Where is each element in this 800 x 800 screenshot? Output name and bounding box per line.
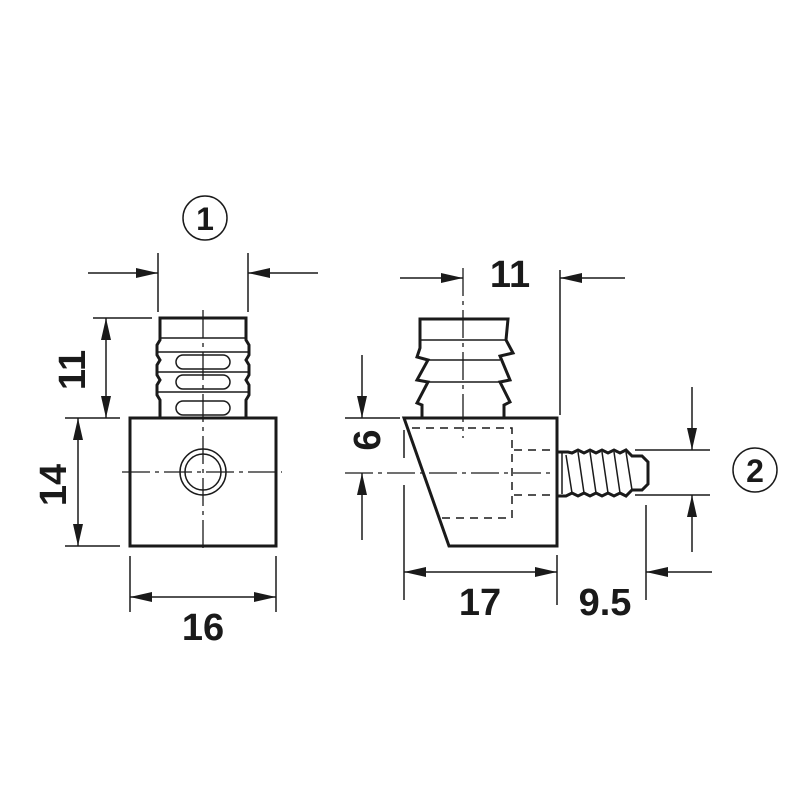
- dim-screw-offset: 6: [345, 355, 400, 540]
- plug-side: [414, 317, 516, 418]
- front-view: 1 11: [33, 195, 318, 649]
- callout-2: 2: [732, 447, 778, 493]
- dim-body-width: 16: [129, 556, 277, 649]
- svg-text:11: 11: [52, 350, 94, 390]
- svg-text:17: 17: [459, 582, 501, 624]
- svg-text:14: 14: [33, 464, 75, 506]
- callout-1: 1: [182, 195, 228, 241]
- svg-text:11: 11: [490, 254, 530, 296]
- svg-text:1: 1: [196, 201, 214, 237]
- svg-text:6: 6: [347, 429, 389, 450]
- svg-text:16: 16: [182, 607, 224, 649]
- dim-screw-diameter: [635, 387, 710, 552]
- dim-plug-height: 11: [52, 317, 152, 419]
- dim-plug-width: [88, 253, 318, 312]
- hidden-lines: [412, 427, 555, 519]
- dim-body-depth: 17: [403, 430, 558, 624]
- body-side: [401, 416, 559, 548]
- svg-text:9.5: 9.5: [579, 582, 632, 624]
- dim-screw-length: 9.5: [579, 505, 712, 624]
- dim-plug-offset: 11: [400, 254, 625, 415]
- dim-body-height: 14: [33, 418, 120, 547]
- svg-text:2: 2: [746, 453, 764, 489]
- side-view: 2 11 6 17 9.5: [345, 254, 778, 624]
- screw: [557, 448, 650, 498]
